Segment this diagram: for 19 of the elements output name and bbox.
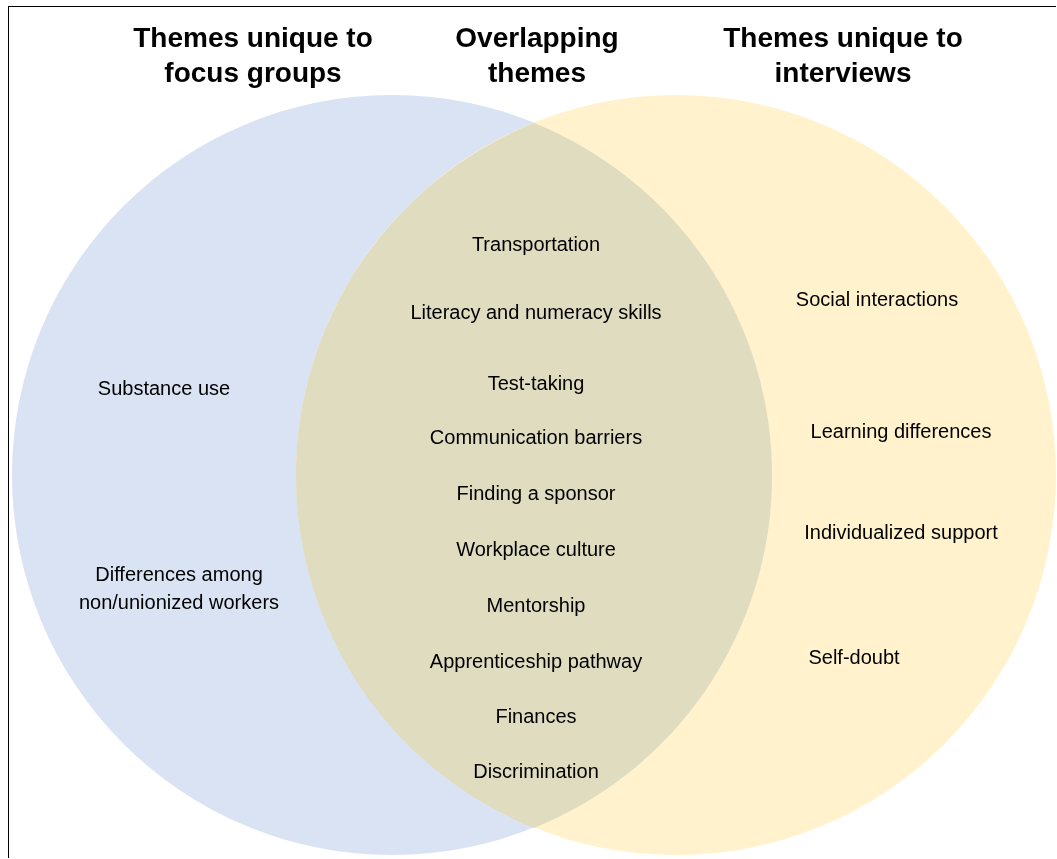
theme-label: Self-doubt [808, 645, 900, 670]
theme-label: Finding a sponsor [456, 481, 616, 506]
theme-label: Literacy and numeracy skills [409, 300, 663, 325]
theme-label: Mentorship [486, 593, 586, 618]
theme-label: Finances [495, 704, 577, 729]
theme-label: Discrimination [473, 759, 599, 784]
theme-label: Test-taking [487, 371, 585, 396]
section-heading: Overlapping themes [454, 21, 620, 90]
section-heading: Themes unique to interviews [723, 21, 963, 90]
theme-label: Communication barriers [429, 425, 643, 450]
theme-label: Substance use [97, 376, 231, 401]
section-heading: Themes unique to focus groups [133, 21, 373, 90]
theme-label: Apprenticeship pathway [429, 649, 643, 674]
theme-label: Social interactions [795, 287, 959, 312]
theme-label: Differences among non/unionized workers [77, 562, 281, 615]
theme-label: Transportation [471, 232, 601, 257]
theme-label: Workplace culture [456, 537, 616, 562]
theme-label: Individualized support [804, 520, 998, 545]
theme-label: Learning differences [810, 419, 992, 444]
